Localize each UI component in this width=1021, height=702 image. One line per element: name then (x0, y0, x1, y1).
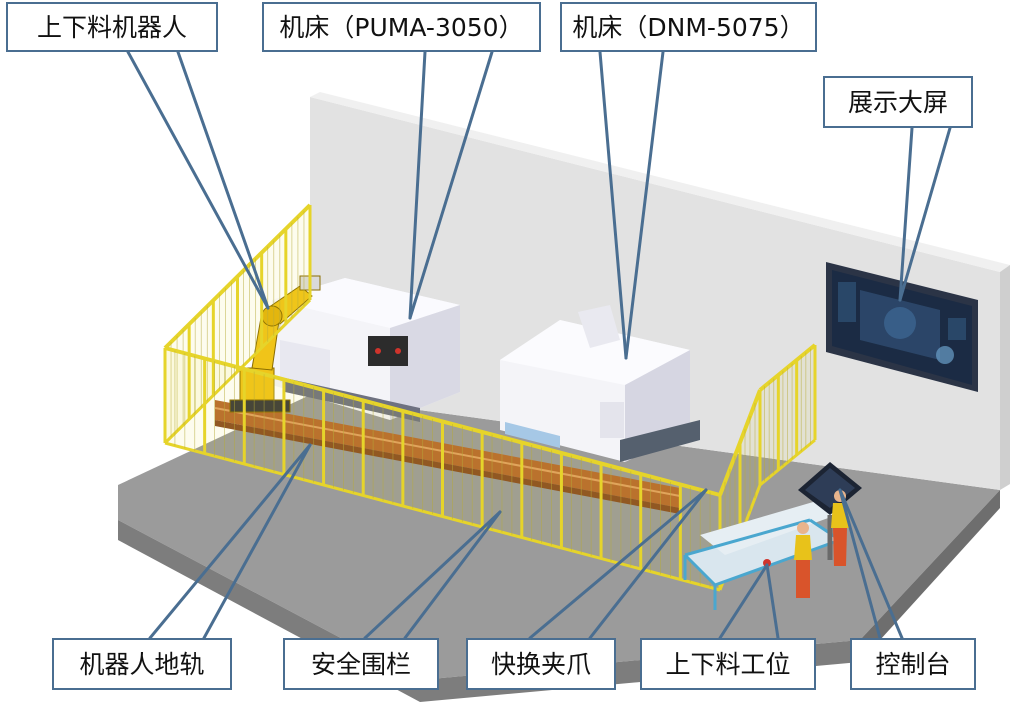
label-control-console: 控制台 (850, 638, 976, 690)
machine-puma (272, 278, 460, 422)
label-machine-puma: 机床（PUMA-3050） (262, 2, 541, 52)
label-machine-dnm: 机床（DNM-5075） (560, 2, 817, 52)
label-loading-robot: 上下料机器人 (6, 2, 218, 52)
label-loading-station: 上下料工位 (640, 638, 816, 690)
label-display-screen: 展示大屏 (823, 76, 973, 128)
label-robot-rail: 机器人地轨 (52, 638, 232, 690)
label-quick-change-gripper: 快换夹爪 (466, 638, 616, 690)
worker-1 (794, 522, 812, 598)
display-screen (826, 262, 978, 392)
leader-lines (126, 50, 952, 640)
machine-dnm (500, 305, 700, 462)
label-safety-fence: 安全围栏 (283, 638, 439, 690)
back-wall (310, 92, 1010, 490)
